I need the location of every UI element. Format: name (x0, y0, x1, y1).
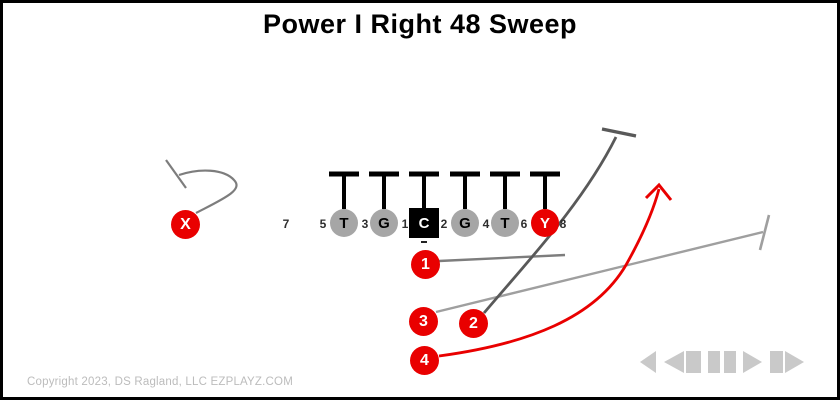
step-forward-bar-icon (770, 351, 783, 373)
lineman-left-guard[interactable]: G (370, 209, 398, 237)
play-icon (743, 351, 762, 373)
step-back-bar-icon (686, 351, 701, 373)
lineman-right-tackle[interactable]: T (491, 209, 519, 237)
route-x (165, 159, 238, 214)
lineman-left-tackle[interactable]: T (330, 209, 358, 237)
player-label: 2 (469, 314, 478, 332)
ball-marker (421, 241, 427, 243)
receiver-x[interactable]: X (171, 210, 200, 239)
previous-button[interactable] (640, 351, 656, 373)
gap-number-3: 3 (361, 217, 369, 231)
pause-bar-icon (708, 351, 720, 373)
step-back-triangle-icon (664, 351, 684, 373)
route-3-end-bar (758, 214, 771, 251)
play-title: Power I Right 48 Sweep (262, 9, 578, 39)
back-2[interactable]: 2 (459, 309, 488, 338)
player-label: 4 (420, 351, 429, 369)
route-x-end-bar (165, 159, 187, 189)
player-label: C (418, 214, 430, 232)
gap-number-2: 2 (440, 217, 448, 231)
player-label: 1 (421, 255, 430, 273)
gap-number-1: 1 (401, 217, 409, 231)
gap-number-7: 7 (282, 217, 290, 231)
player-label: T (339, 214, 349, 232)
step-forward-button[interactable] (770, 351, 804, 373)
step-forward-triangle-icon (785, 351, 804, 373)
play-button[interactable] (743, 351, 762, 373)
previous-icon (640, 351, 656, 373)
routes-layer (165, 127, 771, 358)
route-1 (438, 253, 566, 263)
step-back-button[interactable] (664, 351, 701, 373)
player-label: G (459, 214, 471, 232)
route-2-end-bar (601, 127, 637, 138)
back-1[interactable]: 1 (411, 250, 440, 279)
player-label: G (378, 214, 390, 232)
lineman-right-guard[interactable]: G (451, 209, 479, 237)
gap-number-5: 5 (319, 217, 327, 231)
player-label: Y (539, 214, 550, 232)
pause-button[interactable] (708, 351, 736, 373)
playback-controls (3, 3, 837, 397)
lineman-center[interactable]: C (409, 208, 439, 238)
gap-number-4: 4 (482, 217, 490, 231)
tight-end-y[interactable]: Y (531, 209, 559, 237)
gap-number-8: 8 (559, 217, 567, 231)
route-3 (435, 214, 771, 314)
pause-bar-icon (724, 351, 736, 373)
player-label: T (500, 214, 510, 232)
defender-tee-icon (329, 171, 560, 209)
route-4 (438, 182, 673, 358)
back-4[interactable]: 4 (410, 346, 439, 375)
gap-number-6: 6 (520, 217, 528, 231)
player-label: X (180, 215, 191, 233)
route-4-arrowhead (644, 182, 673, 201)
copyright-text: Copyright 2023, DS Ragland, LLC EZPLAYZ.… (27, 376, 293, 388)
player-label: 3 (419, 312, 428, 330)
back-3[interactable]: 3 (409, 307, 438, 336)
